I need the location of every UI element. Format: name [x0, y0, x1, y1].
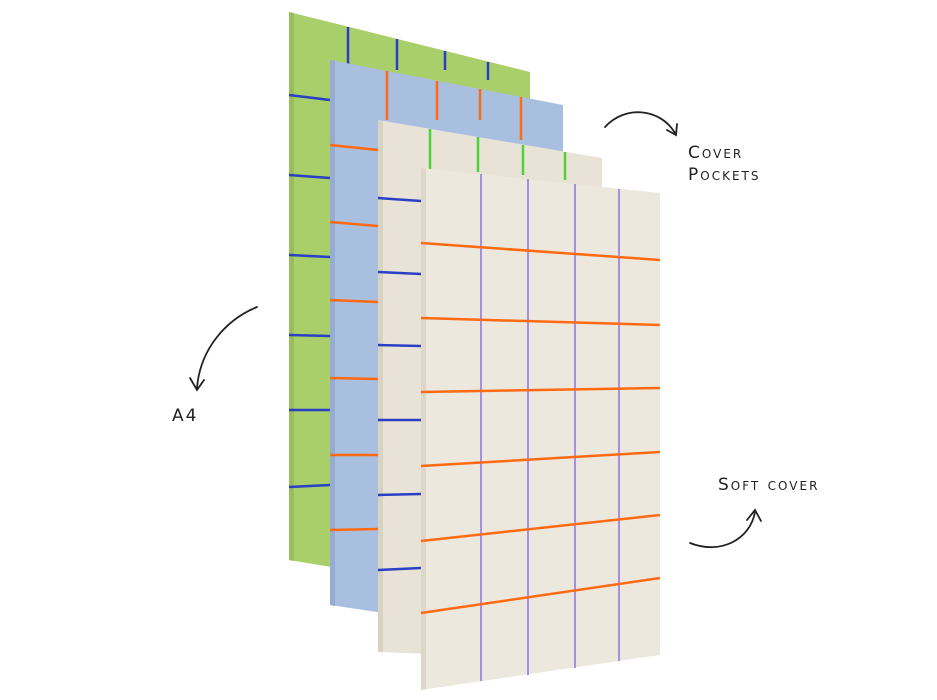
size-label: A4	[172, 406, 199, 426]
cover-pockets-line1: Cover	[688, 143, 744, 163]
cover-pockets-label: Cover Pockets	[688, 142, 760, 186]
front-notebook	[420, 168, 661, 690]
arrow-soft-cover-icon	[689, 508, 762, 548]
arrow-a4-icon	[189, 306, 258, 392]
arrow-cover-pockets-icon	[604, 111, 678, 137]
soft-cover-label: Soft cover	[718, 475, 820, 495]
cover-pockets-line2: Pockets	[688, 165, 761, 185]
